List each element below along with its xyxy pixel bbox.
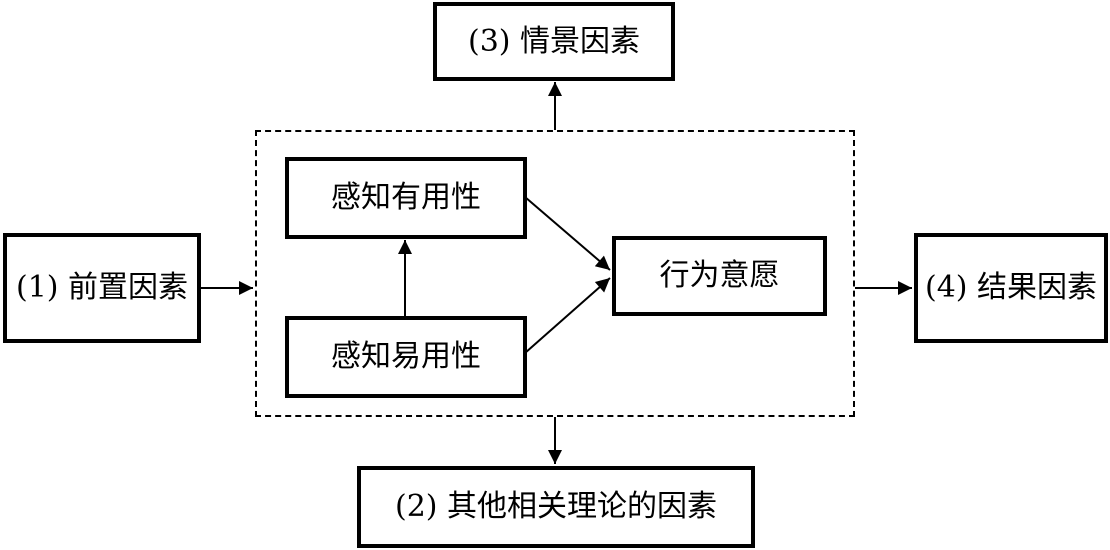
- situational-node: (3) 情景因素: [433, 2, 675, 81]
- edge-usefulness-to-intention: [524, 196, 611, 271]
- usefulness-label: 感知有用性: [331, 180, 481, 215]
- edge-ease-to-intention: [524, 277, 611, 354]
- intention-node: 行为意愿: [612, 236, 827, 316]
- situational-label: (3) 情景因素: [467, 23, 641, 59]
- ease-of-use-node: 感知易用性: [285, 316, 527, 398]
- other-theory-node: (2) 其他相关理论的因素: [357, 466, 755, 548]
- ease-of-use-label: 感知易用性: [331, 339, 481, 374]
- antecedent-node: (1) 前置因素: [3, 233, 201, 343]
- outcome-node: (4) 结果因素: [914, 233, 1108, 343]
- other-theory-label: (2) 其他相关理论的因素: [394, 489, 718, 524]
- usefulness-node: 感知有用性: [285, 157, 527, 239]
- core-model-region: [255, 130, 855, 417]
- antecedent-label: (1) 前置因素: [15, 270, 189, 305]
- intention-label: 行为意愿: [659, 258, 780, 293]
- outcome-label: (4) 结果因素: [924, 270, 1098, 305]
